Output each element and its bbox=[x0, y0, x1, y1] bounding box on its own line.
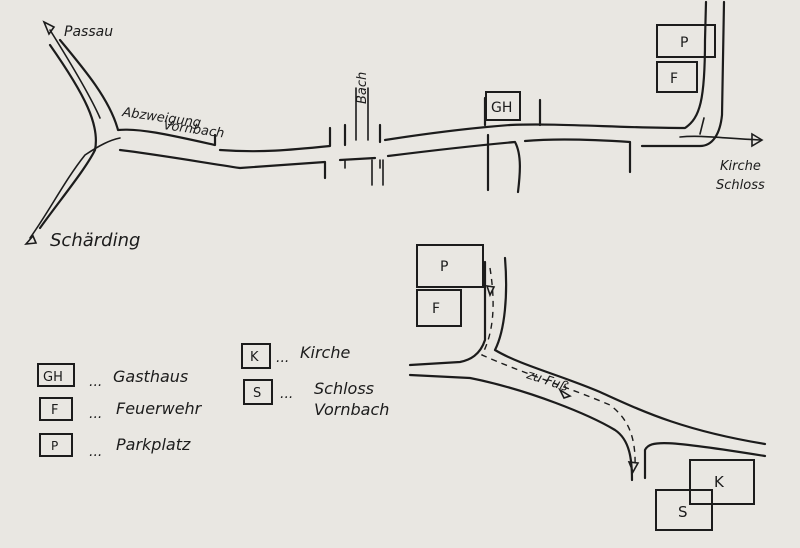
parkplatz-box-top: P bbox=[656, 24, 716, 58]
schloss-box: S bbox=[655, 489, 713, 531]
schloss-box-label: S bbox=[678, 503, 688, 521]
legend-label-parkplatz: Parkplatz bbox=[116, 435, 191, 454]
legend-code-schloss: S bbox=[253, 386, 261, 401]
parkplatz-box-top-label: P bbox=[680, 35, 688, 51]
legend-item-kirche: K ... Kirche bbox=[241, 343, 350, 369]
legend-label-feuerwehr: Feuerwehr bbox=[116, 399, 203, 418]
legend-item-parkplatz: P ... Parkplatz bbox=[39, 433, 191, 460]
label-schloss-upper: Schloss bbox=[716, 178, 765, 193]
legend-dots-parkplatz: ... bbox=[89, 444, 102, 460]
gasthaus-box: GH bbox=[485, 91, 521, 121]
legend-code-parkplatz: P bbox=[51, 439, 58, 453]
legend-dots-gasthaus: ... bbox=[89, 374, 102, 390]
parkplatz-box-lower: P bbox=[416, 244, 484, 288]
legend-item-gasthaus: GH ... Gasthaus bbox=[37, 363, 188, 390]
walking-area bbox=[408, 256, 767, 482]
label-passau: Passau bbox=[64, 24, 113, 40]
legend-code-kirche: K bbox=[250, 350, 259, 365]
feuerwehr-box-lower: F bbox=[416, 289, 462, 327]
legend: GH ... Gasthaus F ... Feuerwehr P ... Pa… bbox=[37, 343, 389, 460]
feuerwehr-box-lower-label: F bbox=[432, 301, 440, 317]
legend-label-gasthaus: Gasthaus bbox=[113, 367, 188, 386]
label-vornbach: Vornbach bbox=[162, 118, 225, 141]
legend-label-schloss: Schloss bbox=[314, 379, 374, 398]
label-kirche-upper: Kirche bbox=[720, 159, 761, 174]
legend-dots-feuerwehr: ... bbox=[89, 406, 102, 422]
parkplatz-box-lower-label: P bbox=[440, 259, 448, 275]
gasthaus-box-label: GH bbox=[491, 100, 512, 116]
legend-item-schloss: S ... Schloss Vornbach bbox=[243, 379, 389, 419]
feuerwehr-box-top-label: F bbox=[670, 71, 678, 87]
label-schaerding: Schärding bbox=[50, 230, 140, 251]
legend-dots-kirche: ... bbox=[276, 350, 289, 366]
legend-code-gasthaus: GH bbox=[43, 370, 63, 385]
feuerwehr-box-top: F bbox=[656, 61, 698, 93]
direction-arrows bbox=[24, 20, 764, 245]
kirche-box-label: K bbox=[714, 473, 725, 491]
label-bach: Bach bbox=[355, 72, 370, 104]
legend-code-feuerwehr: F bbox=[51, 403, 58, 418]
legend-label-kirche: Kirche bbox=[300, 343, 350, 362]
legend-label-vornbach: Vornbach bbox=[314, 400, 389, 419]
kirche-box: K bbox=[689, 459, 755, 505]
legend-item-feuerwehr: F ... Feuerwehr bbox=[39, 397, 203, 422]
legend-dots-schloss: ... bbox=[280, 386, 293, 402]
